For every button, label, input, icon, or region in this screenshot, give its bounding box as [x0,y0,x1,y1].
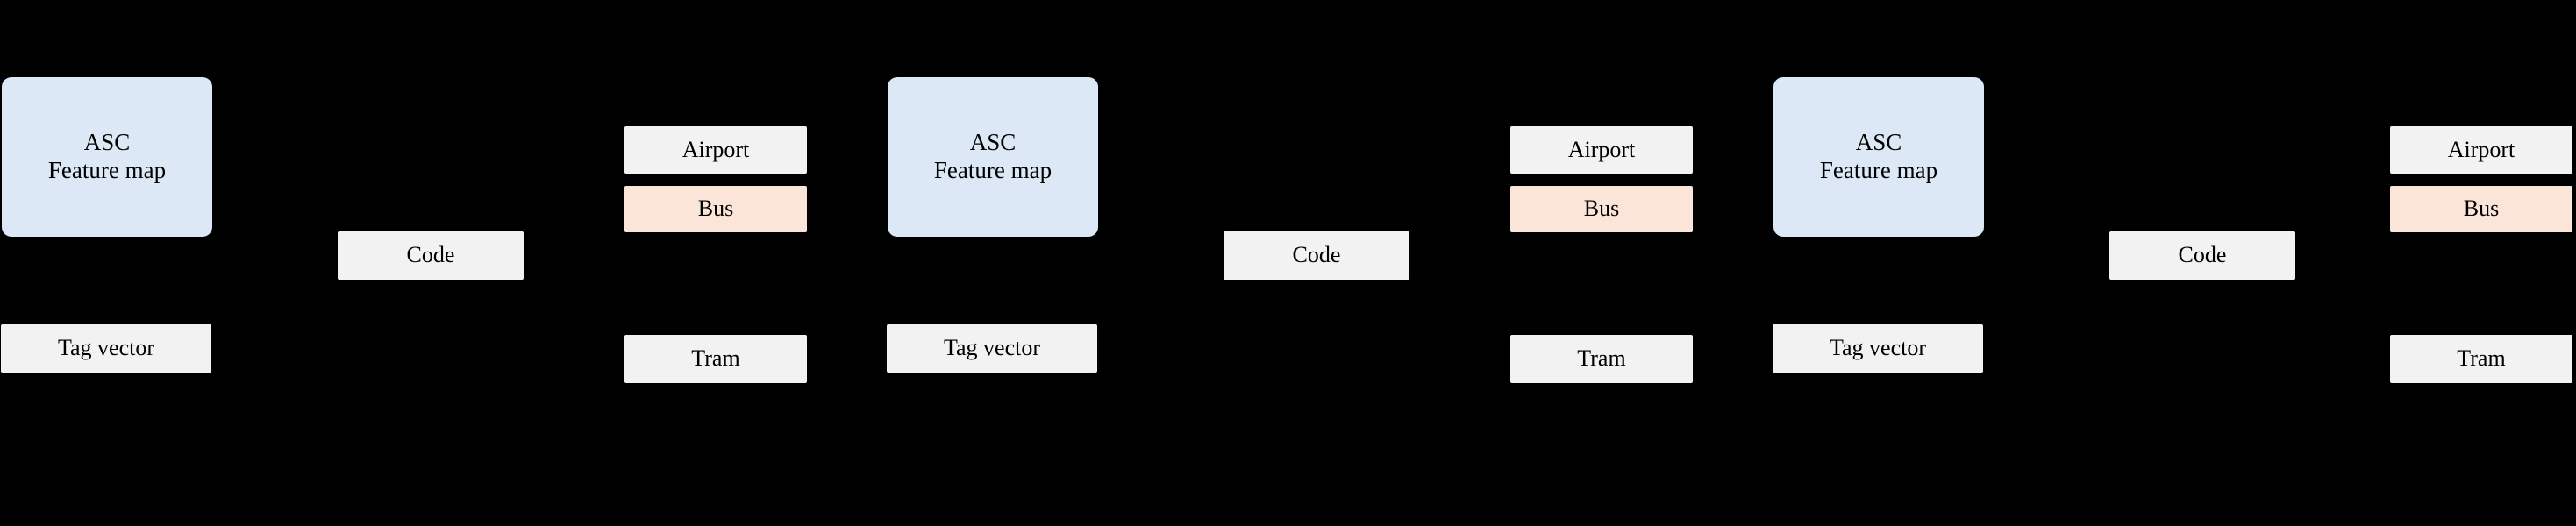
feature-map-1: ASC Feature map [2,77,212,237]
tram-3: Tram [2390,335,2572,383]
code-2: Code [1224,231,1409,280]
code-3: Code [2109,231,2295,280]
airport-1: Airport [624,126,807,174]
tag-vector-3: Tag vector [1773,324,1983,373]
tag-vector-1: Tag vector [1,324,211,373]
tram-1: Tram [624,335,807,383]
tram-2: Tram [1510,335,1693,383]
bus-3: Bus [2390,186,2572,232]
airport-2: Airport [1510,126,1693,174]
bus-1: Bus [624,186,807,232]
airport-3: Airport [2390,126,2572,174]
code-1: Code [338,231,524,280]
tag-vector-2: Tag vector [887,324,1097,373]
feature-map-3: ASC Feature map [1773,77,1984,237]
feature-map-2: ASC Feature map [888,77,1098,237]
bus-2: Bus [1510,186,1693,232]
